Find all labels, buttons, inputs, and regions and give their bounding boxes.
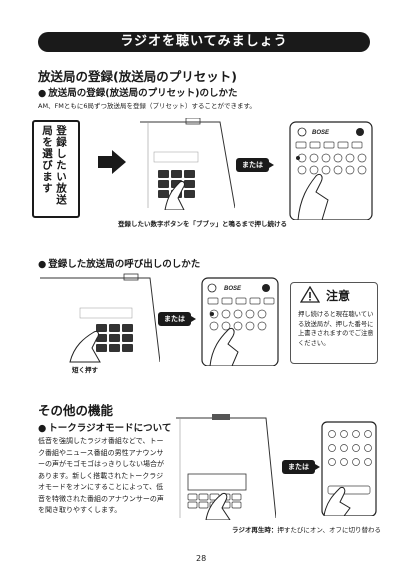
register-heading: 放送局の登録(放送局のプリセット)のしかた bbox=[38, 85, 237, 99]
radio-console-illustration-3 bbox=[176, 414, 276, 520]
or-badge: または bbox=[236, 158, 274, 172]
or-badge-3: または bbox=[282, 460, 320, 474]
register-caption: 登録したい数字ボタンを「ブブッ」と鳴るまで押し続ける bbox=[118, 220, 287, 228]
caution-title: 注意 bbox=[326, 289, 351, 303]
other-functions-heading: その他の機能 bbox=[38, 403, 114, 418]
page-title-banner: ラジオを聴いてみましょう bbox=[38, 32, 370, 52]
radio-console-illustration bbox=[140, 118, 235, 210]
talk-radio-caption-rest: 押すたびにオン、オフに切り替わる bbox=[277, 526, 381, 534]
talk-radio-heading: トークラジオモードについて bbox=[38, 420, 171, 434]
vertical-instruction: 登録したい放送局を選びます bbox=[41, 125, 67, 206]
talk-radio-caption-bold: ラジオ再生時： bbox=[232, 526, 278, 534]
warning-icon bbox=[300, 286, 320, 303]
or-badge-2: または bbox=[158, 312, 196, 326]
radio-console-illustration-2 bbox=[40, 273, 160, 363]
caution-box bbox=[290, 282, 378, 364]
talk-radio-body: 低音を強調したラジオ番組などで、トーク番組やニュース番組の男性アナウンサーの声が… bbox=[38, 437, 164, 514]
caution-text: 押し続けると現在聴いている放送局が、押した番号に上書きされますのでご注意ください… bbox=[298, 311, 374, 347]
register-description: AM、FMともに6局ずつ放送局を登録（プリセット）することができます。 bbox=[38, 102, 256, 110]
instruction-box bbox=[32, 120, 80, 218]
remote-control-illustration-2: BOSE bbox=[201, 277, 279, 366]
recall-heading: 登録した放送局の呼び出しのしかた bbox=[38, 256, 200, 270]
remote-control-illustration: BOSE bbox=[289, 121, 373, 220]
page-title: ラジオを聴いてみましょう bbox=[120, 34, 288, 49]
svg-text:BOSE: BOSE bbox=[224, 286, 242, 292]
remote-control-illustration-3 bbox=[321, 421, 377, 516]
presets-heading: 放送局の登録(放送局のプリセット) bbox=[38, 69, 237, 84]
page-number: 28 bbox=[196, 554, 207, 563]
svg-text:BOSE: BOSE bbox=[312, 130, 330, 136]
right-arrow-icon bbox=[98, 150, 126, 174]
talk-radio-caption: ラジオ再生時：押すたびにオン、オフに切り替わる bbox=[232, 524, 381, 534]
recall-caption: 短く押す bbox=[72, 366, 98, 374]
